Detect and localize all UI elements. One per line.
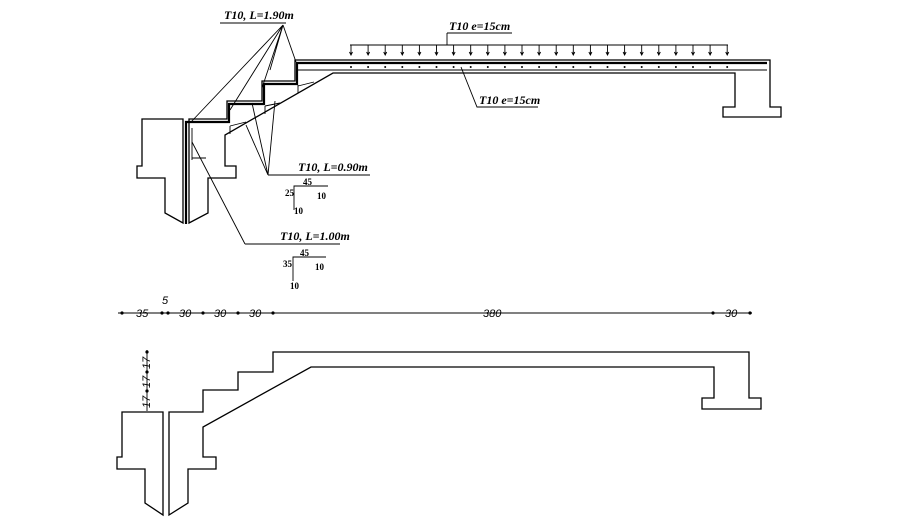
section-outline: 17 17 17 (116, 350, 762, 517)
stair-rebar (184, 61, 767, 224)
bar-dot (435, 66, 438, 68)
bar-dot (521, 66, 523, 68)
bend-100-top: 45 (300, 248, 310, 258)
bar-dot (623, 66, 626, 68)
dim-17-c: 17 (141, 356, 153, 369)
load-arrow (485, 45, 490, 57)
bend-090-bottom: 10 (294, 206, 304, 216)
bar-dot (572, 66, 575, 68)
dim-tick (166, 311, 170, 315)
bar-dot (640, 66, 643, 68)
dim-tick (120, 311, 124, 315)
bar-dot (589, 66, 592, 68)
bar-090-leaders (245, 100, 276, 176)
load-arrow (708, 45, 713, 57)
bar-dot (726, 66, 729, 68)
load-arrow (725, 45, 730, 57)
dim-17-b: 17 (141, 375, 153, 388)
bar-dot (657, 66, 660, 68)
dim-5: 5 (162, 295, 169, 307)
load-arrow (588, 45, 593, 57)
bend-100-bottom: 10 (290, 281, 300, 291)
load-arrow (673, 45, 678, 57)
bar-090-label: T10, L=0.90m (298, 160, 368, 174)
stair-slab-outline (168, 351, 762, 517)
dim-tick (748, 311, 752, 315)
bar-dot (503, 66, 506, 68)
bar-190-leaders (190, 24, 297, 123)
bar-100-leader (191, 141, 246, 245)
dim-35: 35 (136, 308, 149, 320)
load-arrow (502, 45, 507, 57)
load-arrow (691, 45, 695, 57)
wall-rebar (191, 128, 206, 160)
bar-100-label: T10, L=1.00m (280, 229, 350, 243)
bend-100-left: 35 (283, 259, 293, 269)
horizontal-dimension: 35 5 30 30 30 380 30 (118, 295, 752, 320)
dim-tick (271, 311, 275, 315)
bar-dot (401, 66, 404, 68)
bend-090-right: 10 (317, 191, 327, 201)
bend-090-left: 25 (285, 188, 295, 198)
load-arrow (656, 45, 661, 57)
reinforcement-detail: T10 e=15cm T10 e=15cm T10, L=1.90m T10, … (136, 8, 782, 291)
bend-100-shape (292, 256, 326, 281)
load-arrow (520, 45, 524, 57)
top-mesh-label: T10 e=15cm (449, 19, 510, 33)
bar-dot (709, 66, 712, 68)
bar-dot (692, 66, 694, 68)
load-arrow (349, 45, 353, 57)
bend-100-right: 10 (315, 262, 325, 272)
dim-tick (201, 311, 205, 315)
mesh-top-line (350, 33, 728, 46)
load-arrow (622, 45, 627, 57)
dim-30-a: 30 (179, 308, 192, 320)
load-arrow (605, 45, 610, 57)
dim-tick (160, 311, 164, 315)
bar-dot (469, 66, 472, 68)
dim-dot (145, 370, 149, 374)
bar-dot (606, 66, 609, 68)
load-arrow (639, 45, 644, 57)
bar-dot (538, 66, 541, 68)
load-arrow (451, 45, 456, 57)
bar-dot (418, 66, 421, 68)
bar-dot (367, 66, 370, 68)
load-arrow (383, 45, 388, 57)
load-arrow (537, 45, 542, 57)
dim-30-c: 30 (249, 308, 262, 320)
bar-dot (384, 66, 387, 68)
load-arrow (417, 45, 422, 57)
load-arrow (434, 45, 439, 57)
bend-090-shape (293, 185, 328, 210)
dim-tick (711, 311, 715, 315)
step-rebar-hooks (229, 81, 315, 134)
bottom-mesh-label: T10 e=15cm (479, 93, 540, 107)
bar-dot (452, 66, 455, 68)
left-wall-outline (116, 411, 164, 517)
bottom-mesh-leader (460, 66, 538, 108)
dim-dot (145, 389, 149, 393)
bend-090-top: 45 (303, 177, 313, 187)
left-wall-section (136, 118, 184, 225)
load-arrow (554, 45, 559, 57)
dim-17-a: 17 (141, 395, 153, 408)
bar-190-label: T10, L=1.90m (224, 8, 294, 22)
bar-dot (674, 66, 677, 68)
distribution-bars (349, 45, 730, 68)
load-arrow (366, 45, 371, 57)
stair-slab-section (188, 59, 782, 225)
dim-30-b: 30 (214, 308, 227, 320)
dim-380: 380 (483, 308, 502, 320)
bar-dot (350, 66, 352, 68)
load-arrow (571, 45, 576, 57)
dim-30-d: 30 (725, 308, 738, 320)
bar-dot (486, 66, 489, 68)
load-arrow (400, 45, 405, 57)
load-arrow (468, 45, 473, 57)
dim-dot (145, 350, 149, 354)
bar-dot (555, 66, 558, 68)
dim-tick (236, 311, 240, 315)
